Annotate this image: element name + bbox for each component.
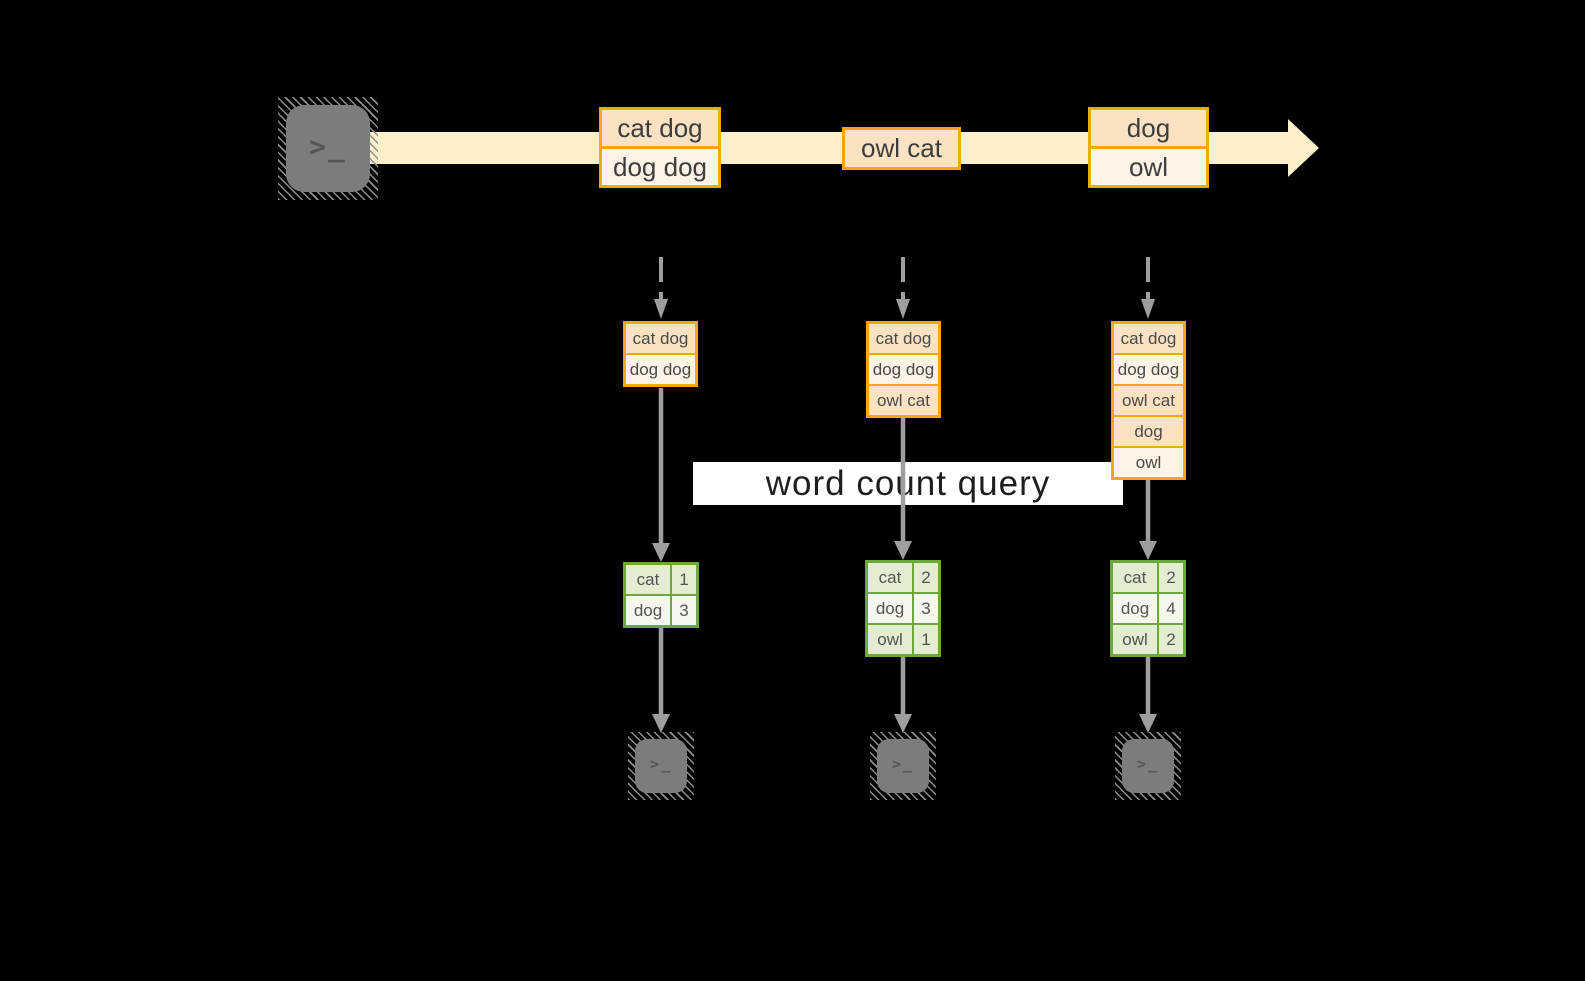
word-cell: cat xyxy=(1113,563,1157,592)
word-cell: cat xyxy=(626,565,670,594)
stream-message-2: owl cat xyxy=(842,127,961,170)
word-count-table-3: cat 2 dog 4 owl 2 xyxy=(1110,560,1186,657)
down-arrow xyxy=(652,388,670,562)
word-cell: dog xyxy=(1113,594,1157,623)
terminal-screen: >_ xyxy=(1122,739,1174,793)
dashed-down-arrow xyxy=(896,257,910,319)
down-arrow xyxy=(894,656,912,733)
stack-line: owl xyxy=(1114,448,1183,477)
stream-message-line: owl cat xyxy=(845,130,958,167)
terminal-prompt-glyph: >_ xyxy=(309,130,347,163)
sink-terminal-icon: >_ xyxy=(870,732,936,800)
stack-line: dog dog xyxy=(1114,355,1183,384)
terminal-prompt-glyph: >_ xyxy=(649,755,673,773)
word-count-table-2: cat 2 dog 3 owl 1 xyxy=(865,560,941,657)
word-count-table-1: cat 1 dog 3 xyxy=(623,562,699,628)
query-banner-label: word count query xyxy=(765,463,1051,503)
stream-message-line: cat dog xyxy=(602,110,718,146)
stack-line: cat dog xyxy=(1114,324,1183,353)
stack-line: cat dog xyxy=(626,324,695,353)
down-arrow xyxy=(1139,479,1157,560)
word-cell: owl xyxy=(868,625,912,654)
count-cell: 1 xyxy=(672,565,696,594)
stream-message-line: dog xyxy=(1091,110,1206,146)
stack-line: cat dog xyxy=(869,324,938,353)
count-cell: 2 xyxy=(1159,625,1183,654)
down-arrow xyxy=(1139,656,1157,733)
count-cell: 4 xyxy=(1159,594,1183,623)
stream-message-line: dog dog xyxy=(602,149,718,185)
count-cell: 2 xyxy=(1159,563,1183,592)
accumulated-stack-1: cat dog dog dog xyxy=(623,321,698,387)
stream-message-line: owl xyxy=(1091,149,1206,185)
source-terminal-icon: >_ xyxy=(278,97,378,200)
terminal-prompt-glyph: >_ xyxy=(891,755,915,773)
terminal-screen: >_ xyxy=(286,105,370,192)
stack-line: dog dog xyxy=(626,355,695,384)
count-cell: 3 xyxy=(914,594,938,623)
word-cell: dog xyxy=(626,596,670,625)
dashed-down-arrow xyxy=(654,257,668,319)
word-cell: dog xyxy=(868,594,912,623)
stack-line: owl cat xyxy=(869,386,938,415)
stack-line: dog xyxy=(1114,417,1183,446)
stream-message-1: cat dog dog dog xyxy=(599,107,721,188)
terminal-prompt-glyph: >_ xyxy=(1136,755,1160,773)
stream-message-3: dog owl xyxy=(1088,107,1209,188)
word-cell: owl xyxy=(1113,625,1157,654)
count-cell: 1 xyxy=(914,625,938,654)
down-arrow xyxy=(652,627,670,733)
stack-line: owl cat xyxy=(1114,386,1183,415)
sink-terminal-icon: >_ xyxy=(1115,732,1181,800)
dashed-down-arrow xyxy=(1141,257,1155,319)
query-banner: word count query xyxy=(693,462,1123,505)
word-cell: cat xyxy=(868,563,912,592)
sink-terminal-icon: >_ xyxy=(628,732,694,800)
accumulated-stack-2: cat dog dog dog owl cat xyxy=(866,321,941,418)
count-cell: 3 xyxy=(672,596,696,625)
terminal-screen: >_ xyxy=(635,739,687,793)
stream-arrowhead-icon xyxy=(1288,119,1319,177)
count-cell: 2 xyxy=(914,563,938,592)
down-arrow xyxy=(894,417,912,560)
accumulated-stack-3: cat dog dog dog owl cat dog owl xyxy=(1111,321,1186,480)
terminal-screen: >_ xyxy=(877,739,929,793)
stack-line: dog dog xyxy=(869,355,938,384)
